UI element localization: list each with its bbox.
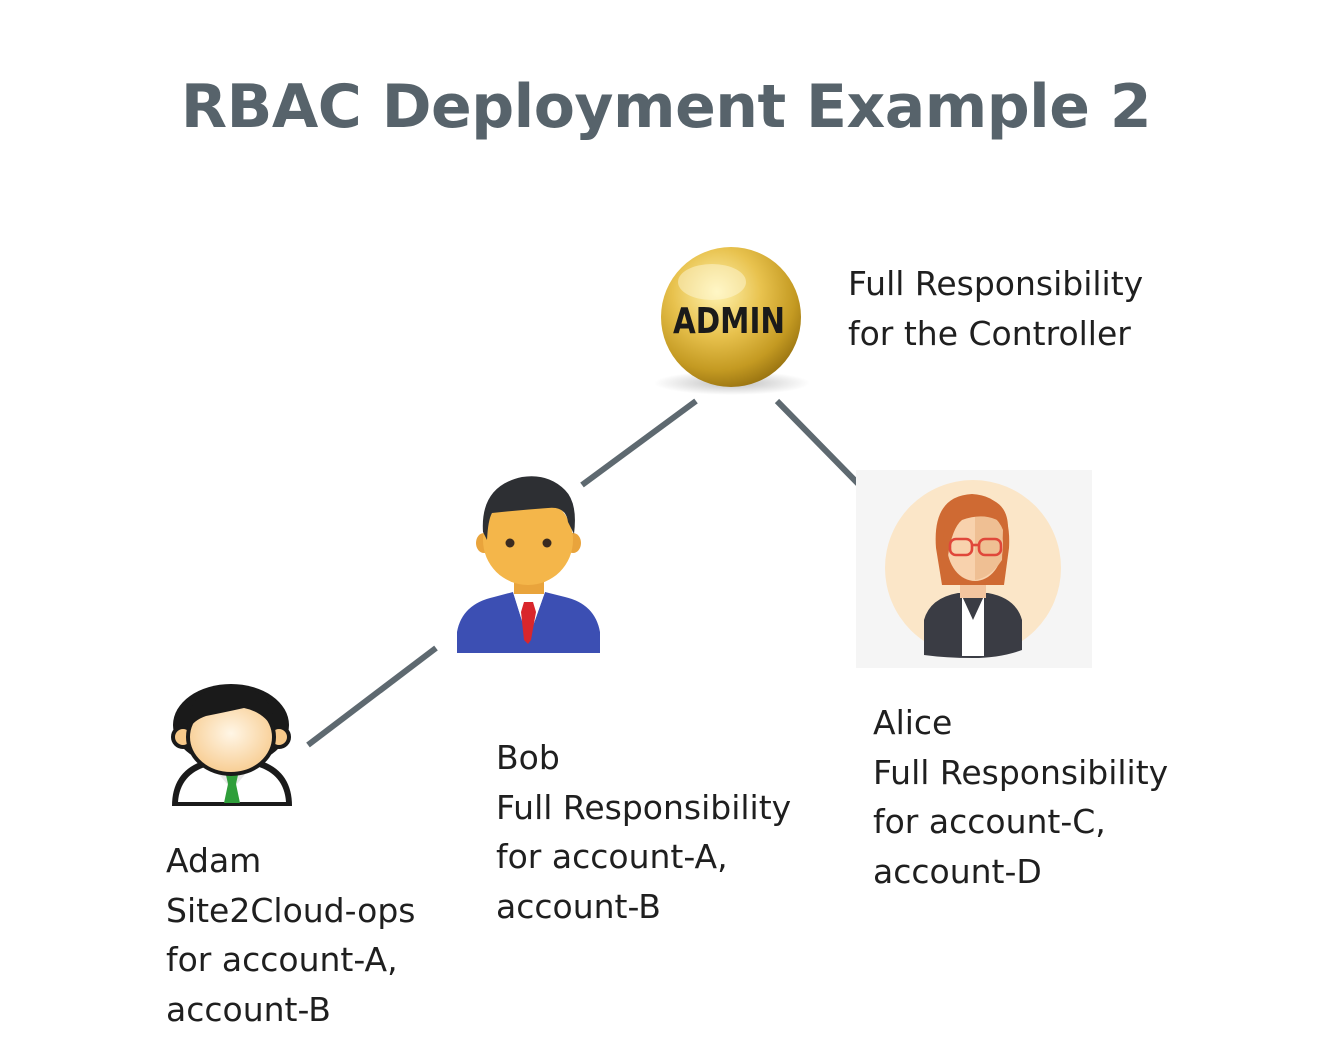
alice-name: Alice (873, 703, 953, 742)
woman-avatar-icon (856, 470, 1092, 668)
connector-admin-bob (580, 398, 698, 488)
alice-line-2: for account-C, (873, 802, 1106, 841)
adam-line-2: for account-A, (166, 940, 398, 979)
admin-badge-icon: ADMIN (654, 247, 810, 395)
adam-name: Adam (166, 841, 262, 880)
alice-description: Alice Full Responsibility for account-C,… (873, 698, 1168, 896)
alice-line-1: Full Responsibility (873, 752, 1169, 792)
bob-name: Bob (496, 738, 560, 777)
admin-line-1: Full Responsibility (848, 264, 1144, 303)
admin-badge-text: ADMIN (673, 301, 785, 342)
bob-line-1: Full Responsibility (496, 787, 792, 827)
adam-line-1: Site2Cloud-ops (166, 890, 416, 930)
adam-line-3: account-B (166, 989, 331, 1029)
admin-description: Full Responsibility for the Controller (848, 259, 1143, 358)
adam-description: Adam Site2Cloud-ops for account-A, accou… (166, 836, 415, 1034)
alice-line-3: account-D (873, 851, 1042, 891)
admin-line-2: for the Controller (848, 313, 1131, 353)
businessman-icon (457, 476, 600, 653)
user-avatar-icon (171, 684, 292, 806)
bob-line-3: account-B (496, 886, 661, 926)
connector-bob-adam (306, 645, 438, 748)
bob-description: Bob Full Responsibility for account-A, a… (496, 733, 791, 931)
page-title: RBAC Deployment Example 2 (180, 72, 1152, 142)
bob-line-2: for account-A, (496, 837, 728, 876)
